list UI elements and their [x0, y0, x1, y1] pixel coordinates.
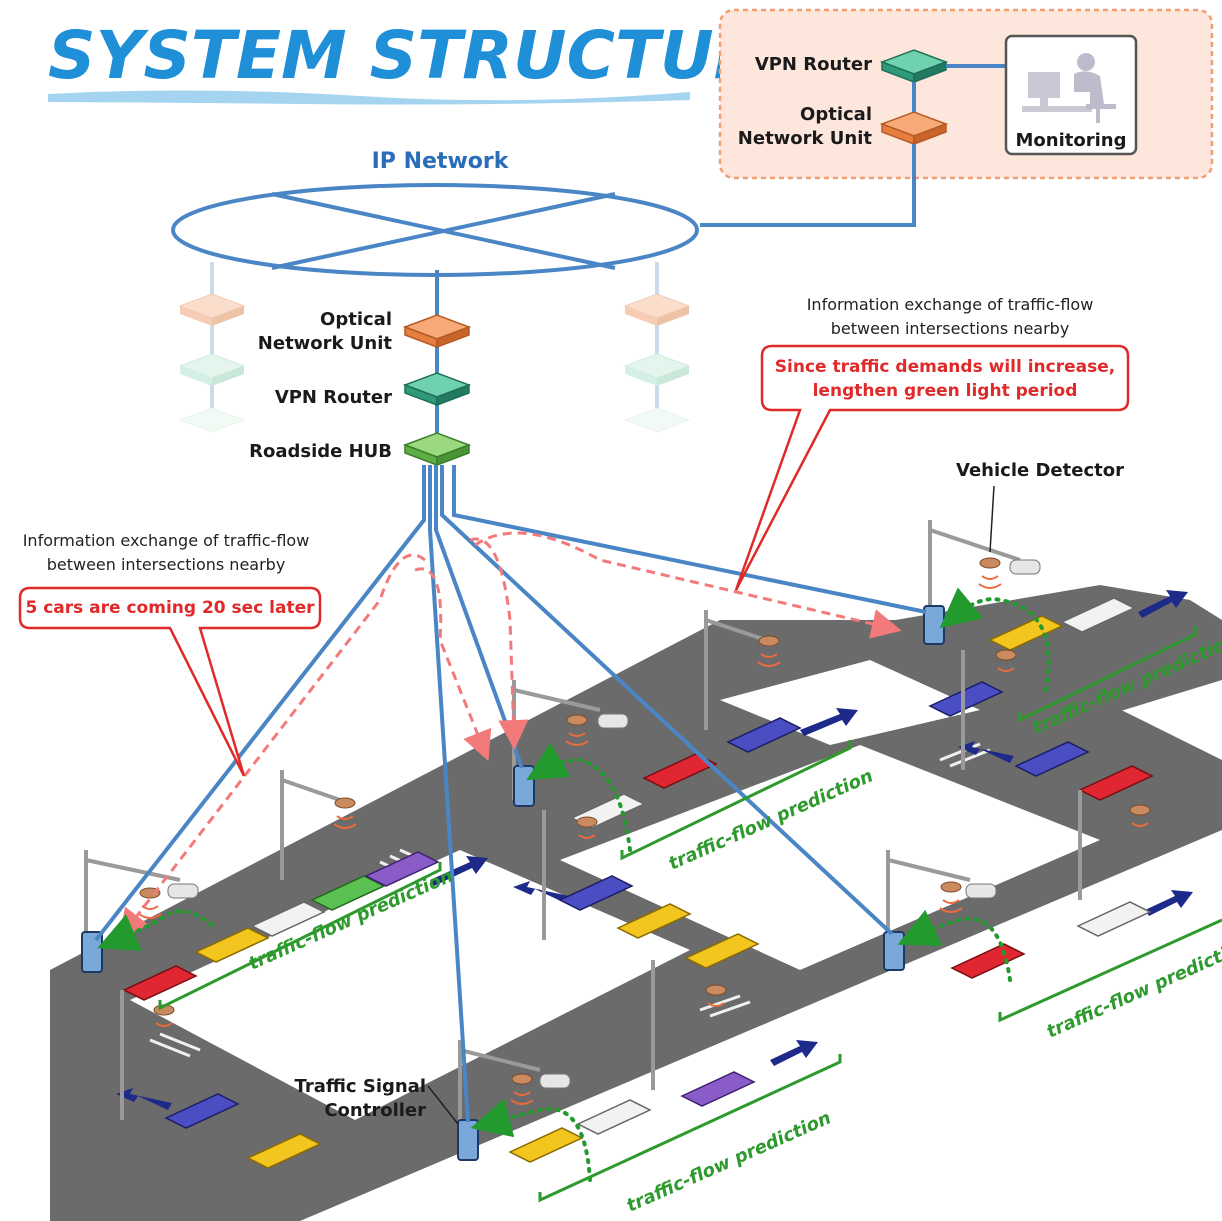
mc-onu-icon: [879, 111, 949, 146]
left-callout: 5 cars are coming 20 sec later: [18, 586, 322, 777]
faded-hub-stack-right: [623, 262, 691, 433]
mc-vpn-router-label: VPN Router: [755, 54, 872, 75]
stack-onu-label-2: Network Unit: [258, 333, 393, 354]
monitoring-center-panel: VPN Router Optical Network Unit Monito: [718, 8, 1214, 180]
controller-label-2: Controller: [324, 1100, 426, 1121]
vehicle-detector-leader: [989, 485, 995, 553]
right-callout-text-1: Since traffic demands will increase,: [775, 357, 1115, 377]
right-info-note-2: between intersections nearby: [831, 319, 1070, 338]
monitoring-station: Monitoring: [1004, 34, 1138, 156]
vehicle-detector-label: Vehicle Detector: [956, 460, 1124, 481]
faded-hub-stack-left: [178, 262, 246, 433]
mc-onu-label-2: Network Unit: [738, 128, 873, 149]
right-info-note-1: Information exchange of traffic-flow: [807, 295, 1094, 314]
left-info-note-1: Information exchange of traffic-flow: [23, 531, 310, 550]
monitoring-label: Monitoring: [1016, 130, 1127, 151]
stack-hub-label: Roadside HUB: [249, 441, 392, 462]
stack-onu-label-1: Optical: [320, 309, 392, 330]
diagram-title: SYSTEM STRUCTURE: [48, 17, 810, 94]
left-info-note-2: between intersections nearby: [47, 555, 286, 574]
ip-network-label: IP Network: [372, 149, 510, 174]
cars: [122, 597, 1154, 1169]
stack-vpn-label: VPN Router: [275, 387, 392, 408]
mc-onu-label-1: Optical: [800, 104, 872, 125]
prediction-brackets: [158, 626, 1222, 1203]
signal-controllers: [81, 605, 945, 1161]
stack-vpn-router-icon: [402, 372, 472, 407]
detector-waves: [138, 575, 1149, 1105]
roadside-hub-icon: [402, 432, 472, 467]
hub-to-controller-links: [94, 465, 927, 1123]
right-callout-text-2: lengthen green light period: [813, 381, 1078, 401]
stack-onu-icon: [402, 314, 472, 349]
title-brush-underline: [48, 90, 690, 105]
ip-network-ring: [171, 183, 699, 277]
controller-label-1: Traffic Signal: [295, 1076, 426, 1097]
info-exchange-arrows: [118, 531, 902, 940]
right-callout: Since traffic demands will increase, len…: [734, 344, 1130, 591]
controller-leader: [427, 1085, 459, 1125]
left-callout-text: 5 cars are coming 20 sec later: [25, 598, 315, 618]
mc-to-network-link: [700, 144, 916, 227]
signal-heads: [167, 559, 1041, 1089]
prediction-label-5: traffic-flow prediction: [623, 1107, 834, 1216]
detector-to-controller-arrows: [97, 587, 1051, 1182]
